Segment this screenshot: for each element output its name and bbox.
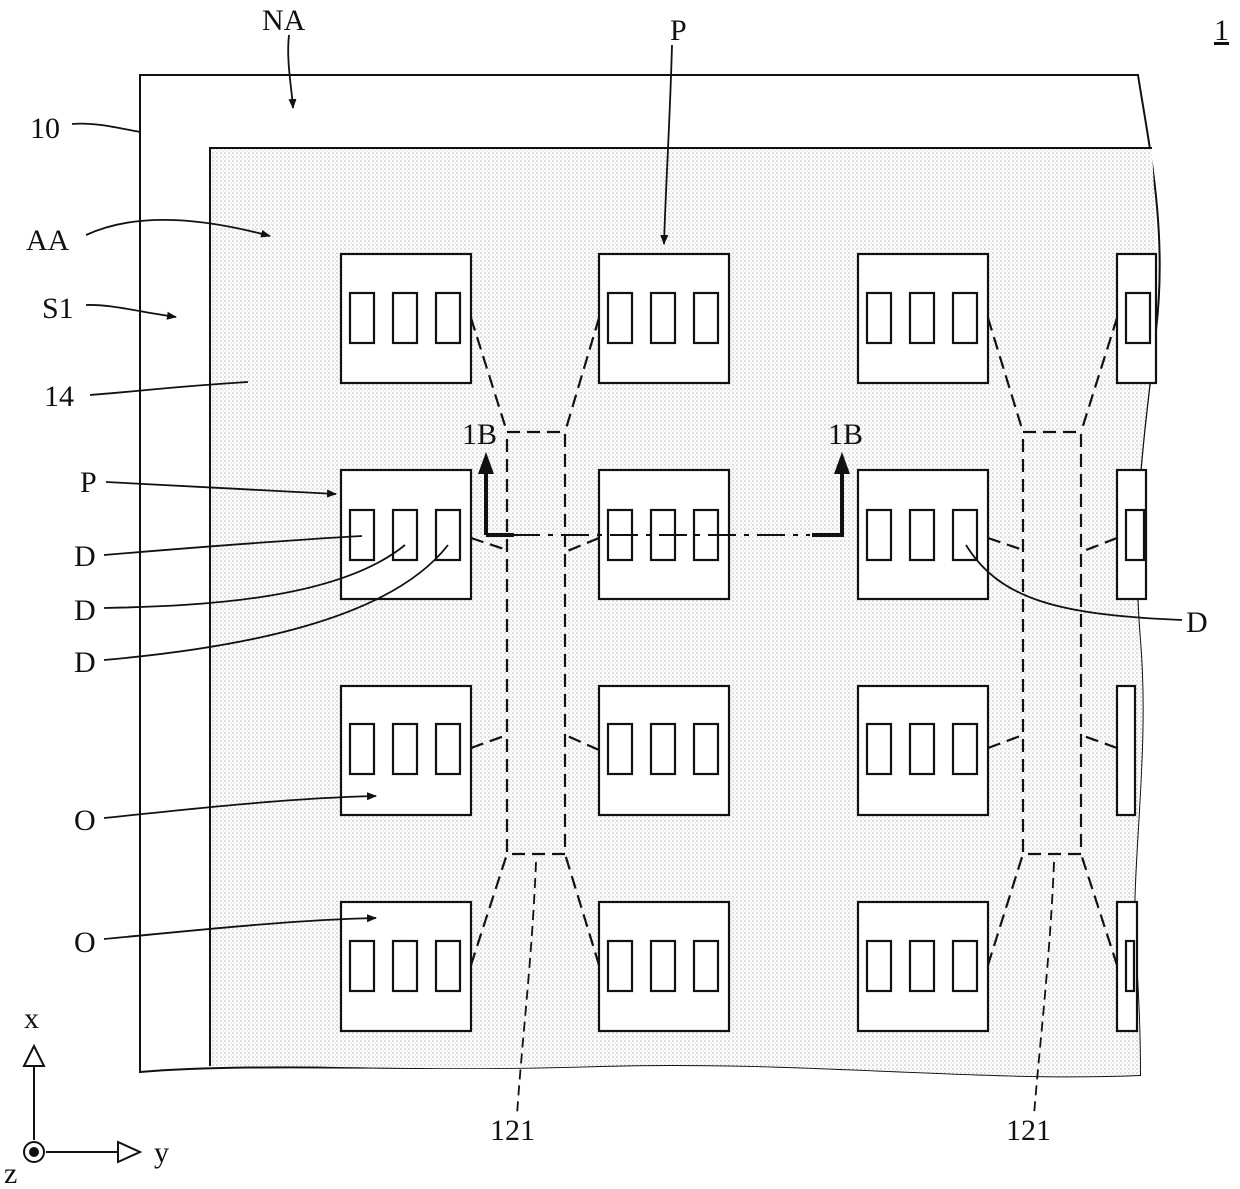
label-d3: D: [74, 646, 96, 679]
axis-z-label: z: [4, 1157, 17, 1189]
label-aa: AA: [26, 224, 70, 257]
label-section-right: 1B: [828, 418, 863, 451]
axis-x-label: x: [24, 1002, 39, 1035]
label-o2: O: [74, 926, 96, 959]
label-d-right: D: [1186, 606, 1208, 639]
label-10: 10: [30, 112, 60, 145]
label-d1: D: [74, 540, 96, 573]
label-p-left: P: [80, 466, 97, 499]
label-section-left: 1B: [462, 418, 497, 451]
label-p-top: P: [670, 14, 687, 47]
figure-number: 1: [1214, 14, 1229, 47]
label-na: NA: [262, 4, 306, 37]
label-o1: O: [74, 804, 96, 837]
label-121-left: 121: [490, 1114, 535, 1147]
axis-indicator: [24, 1046, 140, 1162]
label-s1: S1: [42, 292, 74, 325]
pixel-partial: [1117, 686, 1135, 815]
x-axis-arrow-icon: [24, 1046, 44, 1066]
label-121-right: 121: [1006, 1114, 1051, 1147]
y-axis-arrow-icon: [118, 1142, 140, 1162]
label-14: 14: [44, 380, 74, 413]
axis-y-label: y: [154, 1136, 169, 1169]
label-d2: D: [74, 594, 96, 627]
